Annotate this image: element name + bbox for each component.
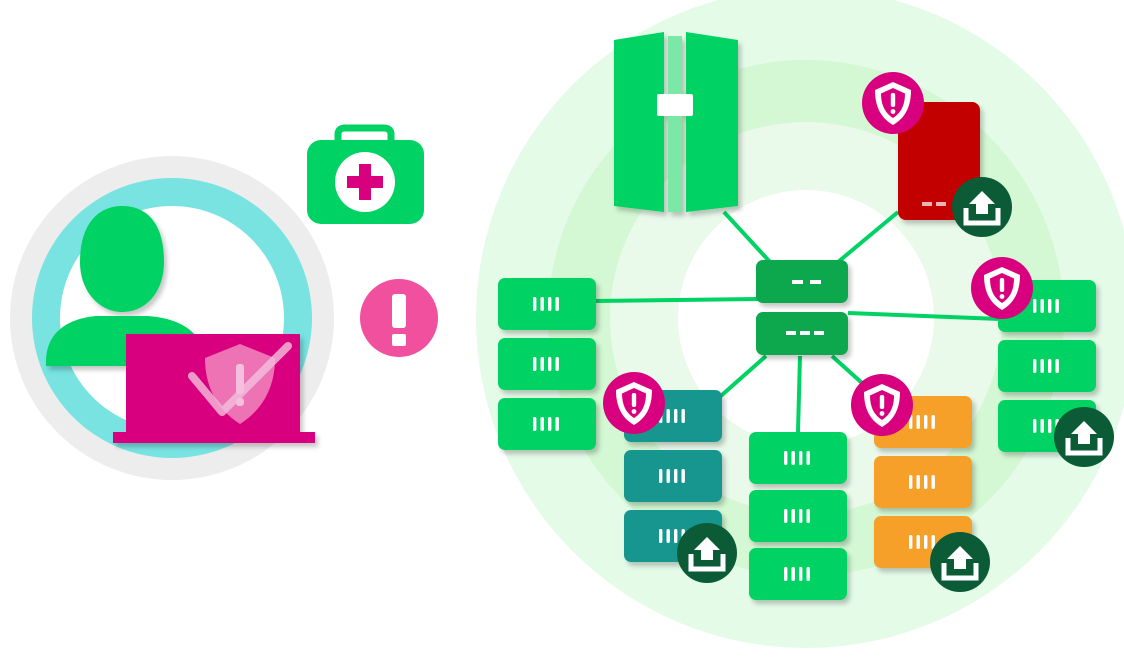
- link-rack-center: [796, 355, 802, 433]
- link-rack-left: [595, 297, 759, 303]
- link-rack-right: [847, 311, 1001, 321]
- network-connections: [595, 210, 1001, 433]
- link-red-device: [836, 210, 900, 264]
- server-unit: [874, 456, 972, 508]
- server-unit: [998, 340, 1096, 392]
- network-switch-icon: [756, 260, 848, 355]
- server-unit: [498, 278, 596, 330]
- link-rack-teal: [712, 354, 768, 404]
- shield-check-icon: [188, 342, 292, 424]
- first-aid-kit-icon: [307, 124, 424, 224]
- server-unit: [749, 432, 847, 484]
- exclamation-icon: [360, 279, 438, 357]
- link-firewall: [722, 210, 772, 264]
- server-unit: [749, 548, 847, 600]
- server-rack-icon: [498, 278, 596, 450]
- server-unit: [624, 450, 722, 502]
- server-unit: [749, 490, 847, 542]
- server-unit: [498, 398, 596, 450]
- server-rack-icon: [749, 432, 847, 600]
- firewall-icon: [614, 32, 738, 212]
- server-unit: [498, 338, 596, 390]
